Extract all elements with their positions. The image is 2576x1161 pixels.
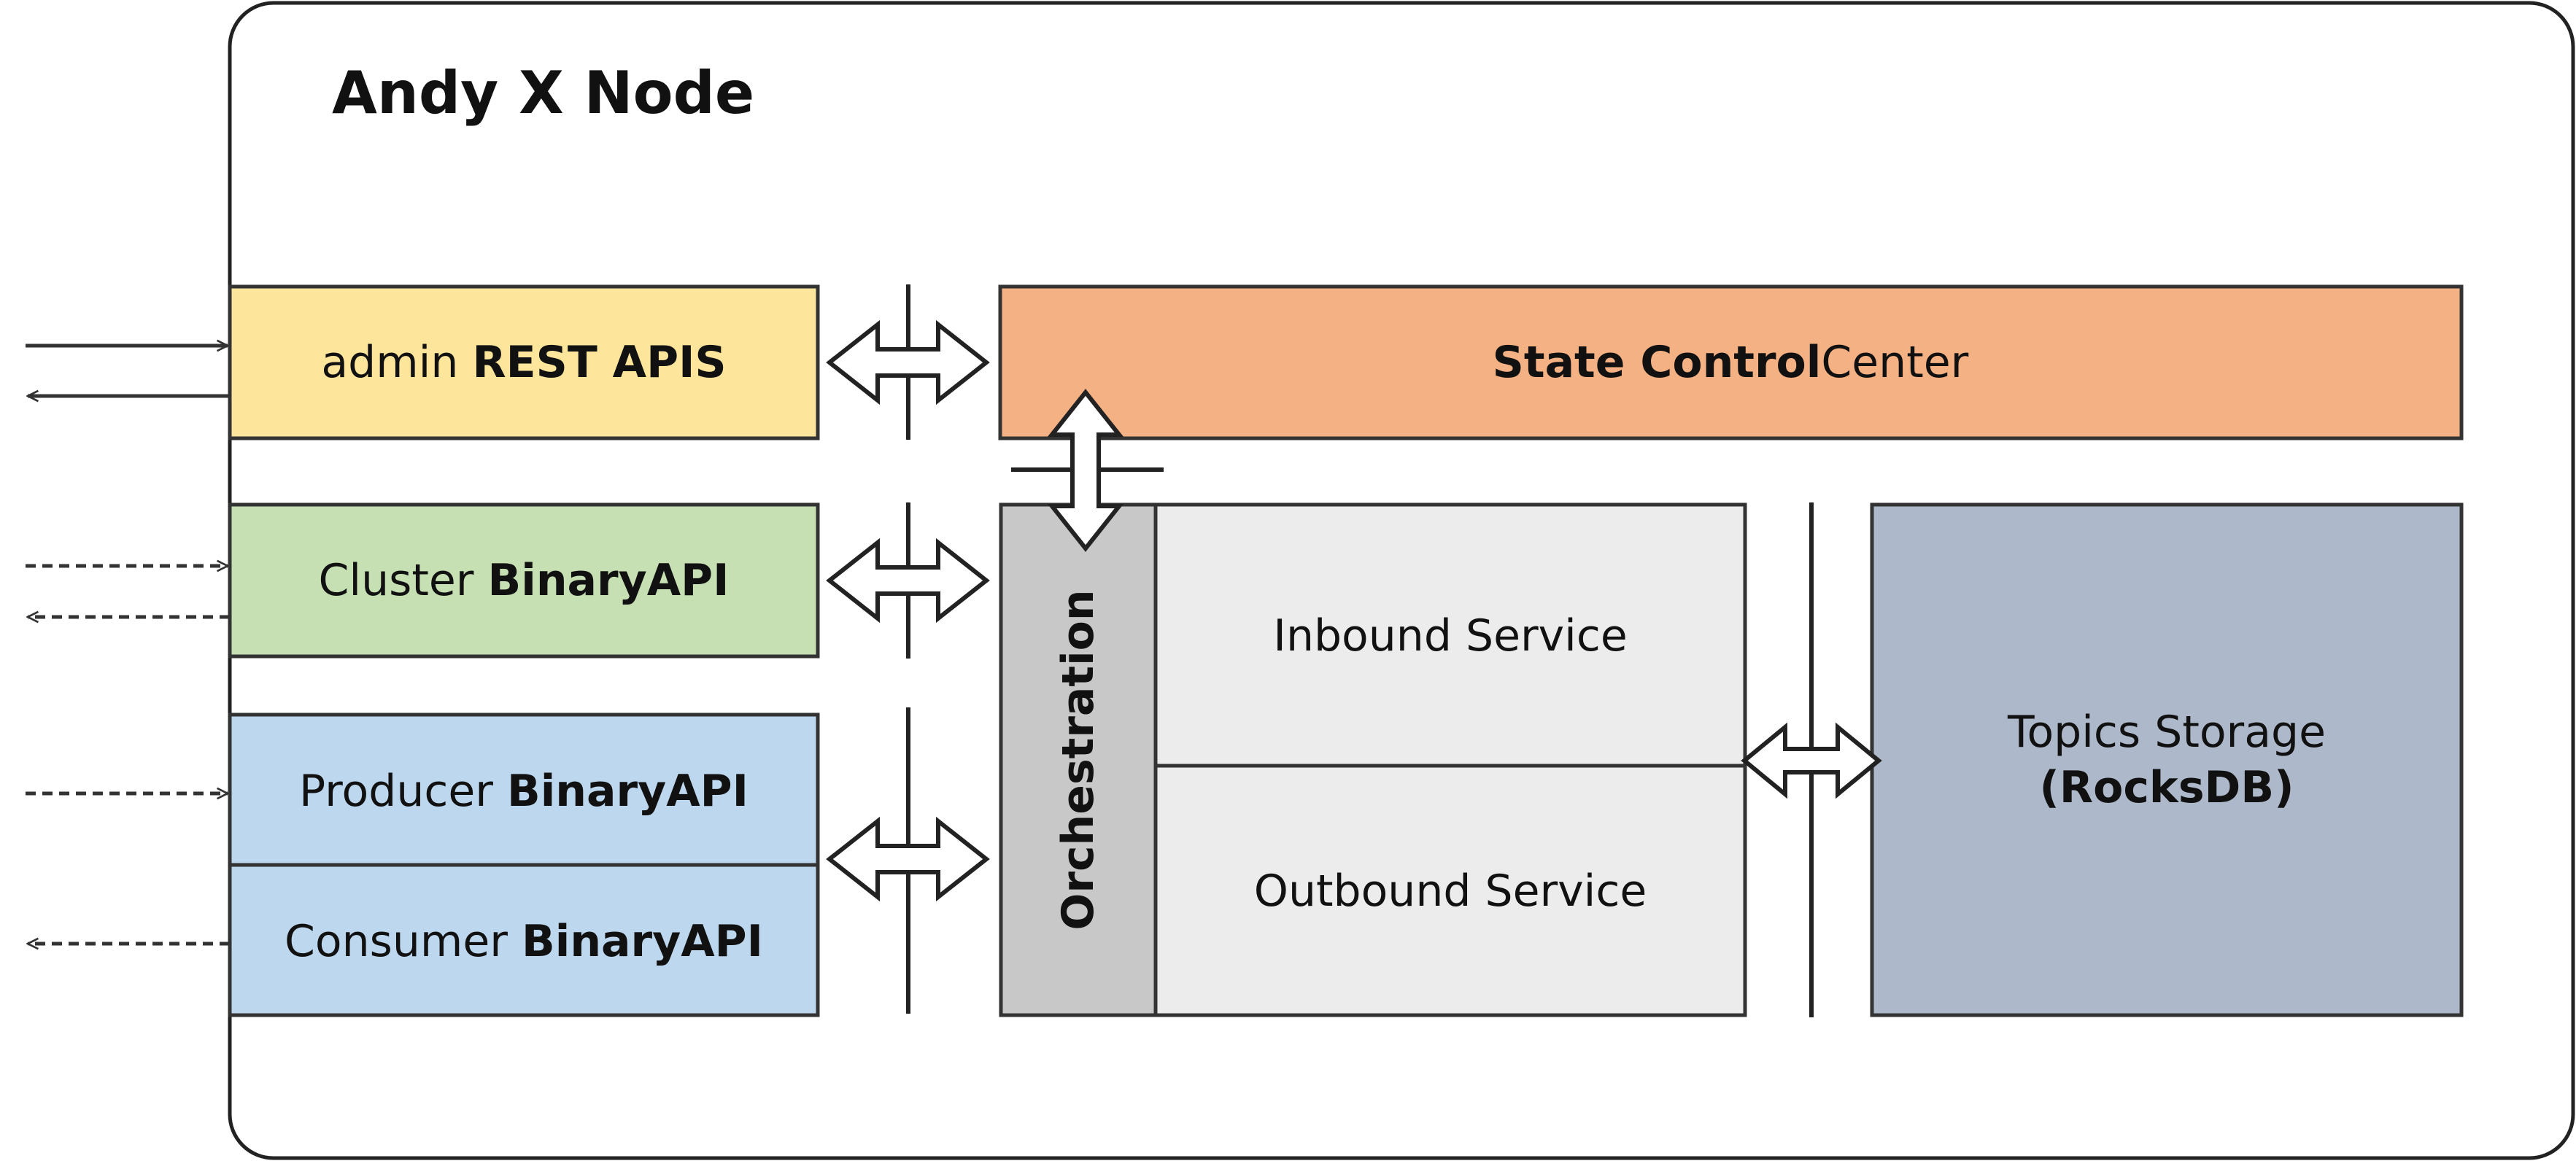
topics-storage-bold: (RocksDB) bbox=[2040, 762, 2294, 813]
services-storage-double-arrow bbox=[1741, 722, 1882, 799]
producer-prefix: Producer bbox=[299, 766, 507, 817]
double-arrows bbox=[826, 319, 1882, 902]
consumer-prefix: Consumer bbox=[285, 916, 522, 967]
consumer-bold: BinaryAPI bbox=[522, 916, 763, 967]
orchestration-block: Orchestration bbox=[999, 502, 1158, 1017]
admin-rest-apis-block: admin REST APIS bbox=[228, 284, 820, 440]
admin-prefix: admin bbox=[321, 337, 472, 388]
svg-text:Cluster BinaryAPI: Cluster BinaryAPI bbox=[319, 555, 730, 606]
producer-binaryapi-block: Producer BinaryAPI bbox=[228, 712, 820, 867]
orchestration-label: Orchestration bbox=[1053, 589, 1104, 930]
inbound-service-block: Inbound Service bbox=[1153, 502, 1747, 768]
svg-text:admin REST APIS: admin REST APIS bbox=[321, 337, 726, 388]
state-control-center-block: State ControlCenter bbox=[998, 284, 2464, 440]
admin-bold: REST APIS bbox=[472, 337, 726, 388]
clients-orchestration-double-arrow bbox=[826, 816, 990, 902]
topics-storage-label: Topics Storage bbox=[2007, 707, 2326, 758]
state-control-suffix: Center bbox=[1821, 337, 1968, 388]
inbound-label: Inbound Service bbox=[1273, 610, 1627, 661]
state-control-bold: State Control bbox=[1493, 337, 1822, 388]
node-title: Andy X Node bbox=[332, 59, 754, 127]
cluster-orchestration-double-arrow bbox=[826, 537, 990, 624]
svg-text:Consumer BinaryAPI: Consumer BinaryAPI bbox=[285, 916, 763, 967]
admin-state-double-arrow bbox=[826, 319, 990, 405]
admin-external-arrows bbox=[26, 346, 230, 396]
cluster-prefix: Cluster bbox=[319, 555, 488, 606]
cluster-binaryapi-block: Cluster BinaryAPI bbox=[228, 502, 820, 659]
cluster-bold: BinaryAPI bbox=[488, 555, 730, 606]
producer-bold: BinaryAPI bbox=[507, 766, 749, 817]
cluster-external-arrows bbox=[26, 566, 230, 617]
outbound-service-block: Outbound Service bbox=[1153, 764, 1747, 1017]
state-orchestration-double-arrow bbox=[1047, 389, 1124, 552]
topics-storage-block: Topics Storage (RocksDB) bbox=[1870, 502, 2464, 1017]
outbound-label: Outbound Service bbox=[1254, 866, 1647, 917]
svg-text:Producer BinaryAPI: Producer BinaryAPI bbox=[299, 766, 749, 817]
consumer-binaryapi-block: Consumer BinaryAPI bbox=[228, 863, 820, 1017]
svg-text:State ControlCenter: State ControlCenter bbox=[1493, 337, 1969, 388]
